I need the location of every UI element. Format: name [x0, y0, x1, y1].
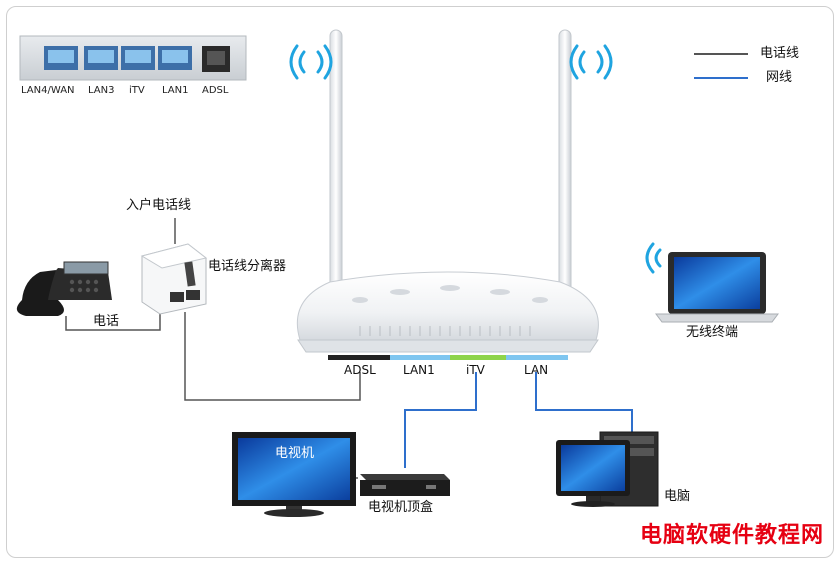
set-top-box-label: 电视机顶盒: [368, 500, 434, 515]
wifi-icon-left: [289, 44, 333, 80]
tv: [232, 432, 356, 517]
wire-splitter-adsl: [184, 312, 361, 401]
phone-label: 电话: [93, 314, 120, 329]
rear-port-label: LAN1: [162, 85, 189, 96]
wireless-terminal-label: 无线终端: [686, 325, 739, 340]
desktop-computer: [556, 431, 659, 507]
router-antenna-left: [329, 29, 343, 301]
legend-phone-line-label: 电话线: [760, 46, 800, 61]
port-lan3: [84, 46, 118, 70]
router-strip-adsl: [328, 355, 390, 360]
watermark-text: 电脑软硬件教程网: [640, 523, 825, 548]
rear-port-label: LAN4/WAN: [21, 85, 75, 96]
wifi-icon-laptop: [645, 242, 662, 274]
computer-label: 电脑: [664, 489, 691, 504]
rear-port-label: LAN3: [88, 85, 115, 96]
router-port-adsl-label: ADSL: [344, 363, 376, 377]
rear-port-label: ADSL: [202, 85, 229, 96]
incoming-line-label: 入户电话线: [126, 198, 192, 213]
router-strip-itv: [450, 355, 506, 360]
set-top-box: [360, 474, 450, 496]
telephone: [16, 261, 112, 316]
phone-line-splitter: [140, 243, 208, 315]
legend-network-line-label: 网线: [766, 70, 793, 85]
router-strip-lan: [506, 355, 568, 360]
router-strip-lan1: [390, 355, 450, 360]
router-port-lan1-label: LAN1: [403, 363, 435, 377]
wire-itv-stb: [404, 372, 477, 468]
wifi-icon-right: [569, 44, 613, 80]
splitter-label: 电话线分离器: [208, 259, 287, 274]
rear-panel: [19, 35, 247, 81]
port-lan4wan: [44, 46, 78, 70]
wire-splitter-phone: [65, 312, 161, 331]
port-lan1: [158, 46, 192, 70]
diagram-border: [6, 6, 834, 558]
router-port-lan-label: LAN: [524, 363, 549, 377]
laptop: [645, 242, 779, 323]
tv-screen-label: 电视机: [275, 446, 315, 461]
port-itv: [121, 46, 155, 70]
port-adsl: [202, 46, 230, 72]
rear-port-label: iTV: [129, 85, 145, 96]
router: [289, 29, 613, 360]
router-port-itv-label: iTV: [466, 363, 485, 377]
wire-lan-computer: [535, 372, 633, 434]
router-antenna-right: [558, 29, 572, 301]
